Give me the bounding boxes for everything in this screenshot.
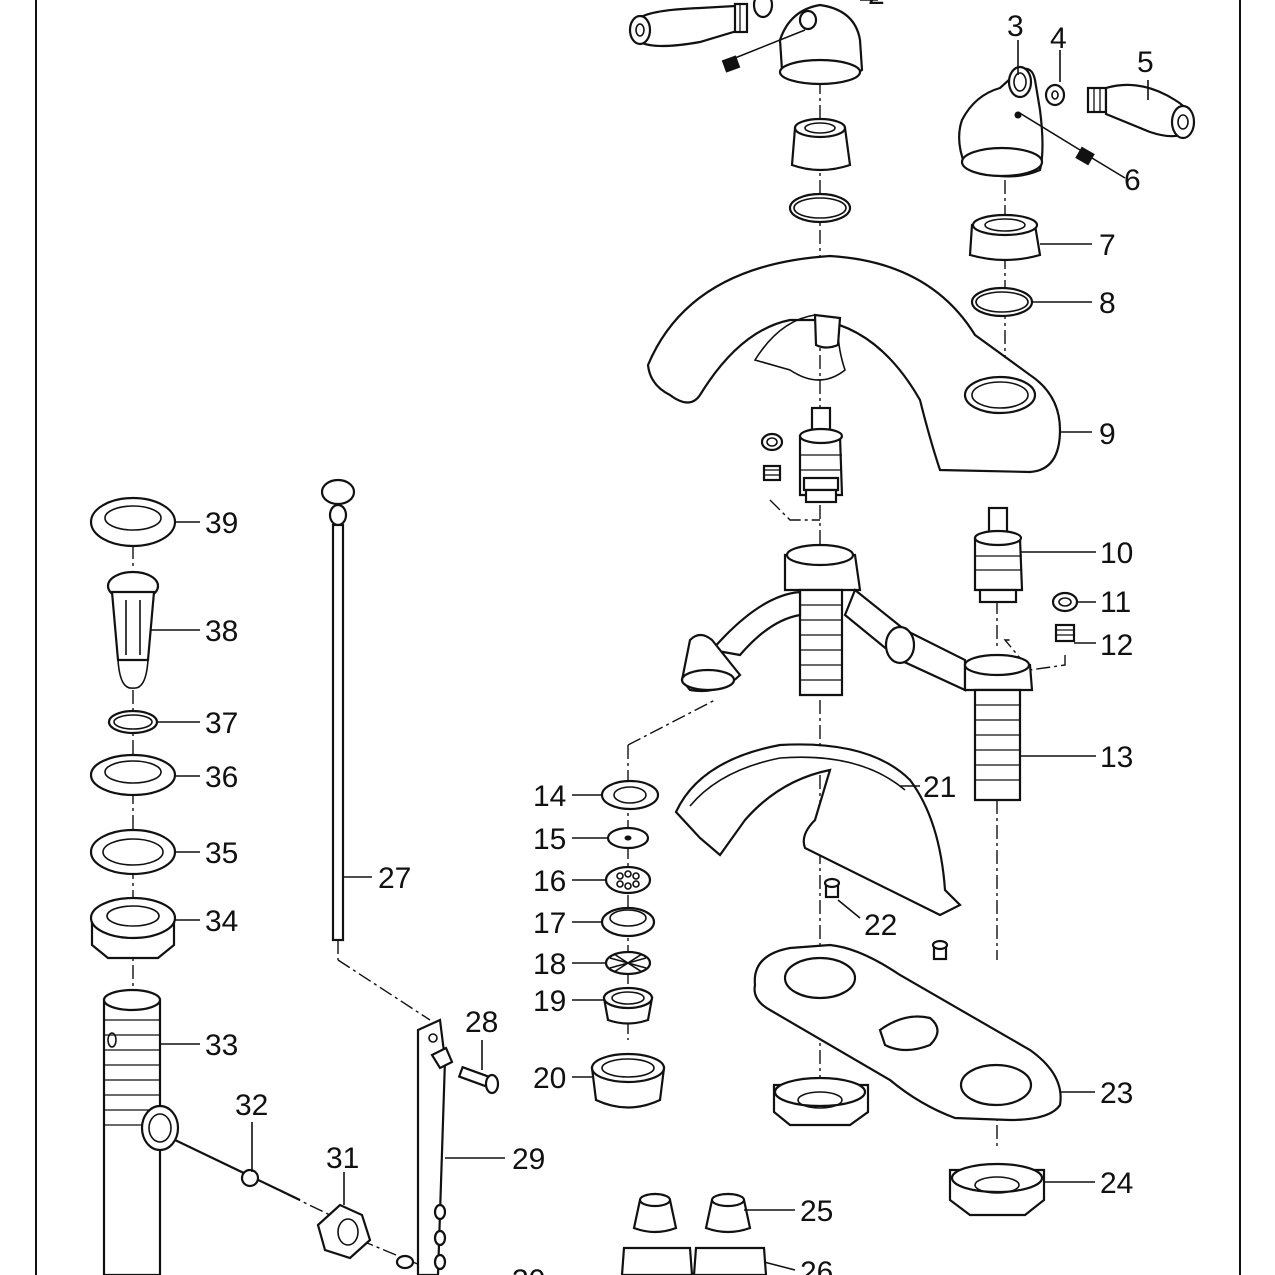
callout-19: 19	[533, 985, 566, 1018]
leader-lines	[150, 40, 1149, 1271]
callout-29: 29	[512, 1143, 545, 1176]
valve-waterway	[680, 543, 1034, 802]
left-cartridge	[760, 406, 844, 504]
callout-4: 4	[1050, 22, 1067, 55]
callout-25: 25	[800, 1195, 833, 1228]
callout-21: 21	[923, 771, 956, 804]
callout-2: 2	[868, 0, 885, 11]
mounting-nuts	[772, 1076, 1046, 1217]
callout-35: 35	[205, 837, 238, 870]
callout-20: 20	[533, 1062, 566, 1095]
aerator-parts	[590, 779, 666, 1109]
callout-22: 22	[864, 909, 897, 942]
callout-14: 14	[533, 780, 566, 813]
callout-17: 17	[533, 907, 566, 940]
callout-39: 39	[205, 507, 238, 540]
callout-5: 5	[1137, 46, 1154, 79]
callout-27: 27	[378, 862, 411, 895]
deck-gasket	[674, 743, 962, 917]
lift-rod-and-strap	[320, 478, 500, 1275]
right-handle-assembly	[958, 65, 1196, 178]
callout-37: 37	[205, 707, 238, 740]
callout-11: 11	[1100, 586, 1131, 619]
callout-36: 36	[205, 761, 238, 794]
callout-13: 13	[1100, 741, 1133, 774]
gasket-screws	[823, 877, 949, 961]
left-handle-assembly	[628, 0, 878, 86]
callout-18: 18	[533, 948, 566, 981]
callout-26: 26	[800, 1256, 833, 1275]
callout-34: 34	[205, 905, 238, 938]
callout-6: 6	[1124, 164, 1141, 197]
callout-33: 33	[205, 1029, 238, 1062]
callout-24: 24	[1100, 1167, 1133, 1200]
upper-nuts-orings	[788, 117, 1042, 318]
callout-38: 38	[205, 615, 238, 648]
callout-31: 31	[326, 1142, 359, 1175]
callout-8: 8	[1099, 287, 1116, 320]
callout-9: 9	[1099, 418, 1116, 451]
callout-15: 15	[533, 823, 566, 856]
callout-labels: 2 3 4 5 6 7 8 9 10 11 12 13 14 15 16 17 …	[205, 0, 1154, 1275]
pivot-rod-and-nut	[174, 1139, 415, 1270]
callout-28: 28	[465, 1006, 498, 1039]
callout-32: 32	[235, 1089, 268, 1122]
callout-3: 3	[1007, 10, 1024, 43]
spout-body	[646, 254, 1062, 474]
drain-assembly	[89, 496, 180, 1275]
callout-16: 16	[533, 865, 566, 898]
callout-30: 30	[512, 1264, 545, 1275]
callout-10: 10	[1100, 537, 1133, 570]
callout-7: 7	[1099, 229, 1116, 262]
right-cartridge	[973, 506, 1079, 643]
deck-plate	[753, 943, 1062, 1122]
callout-12: 12	[1100, 629, 1133, 662]
callout-23: 23	[1100, 1077, 1133, 1110]
supply-compression-nuts	[620, 1192, 768, 1275]
